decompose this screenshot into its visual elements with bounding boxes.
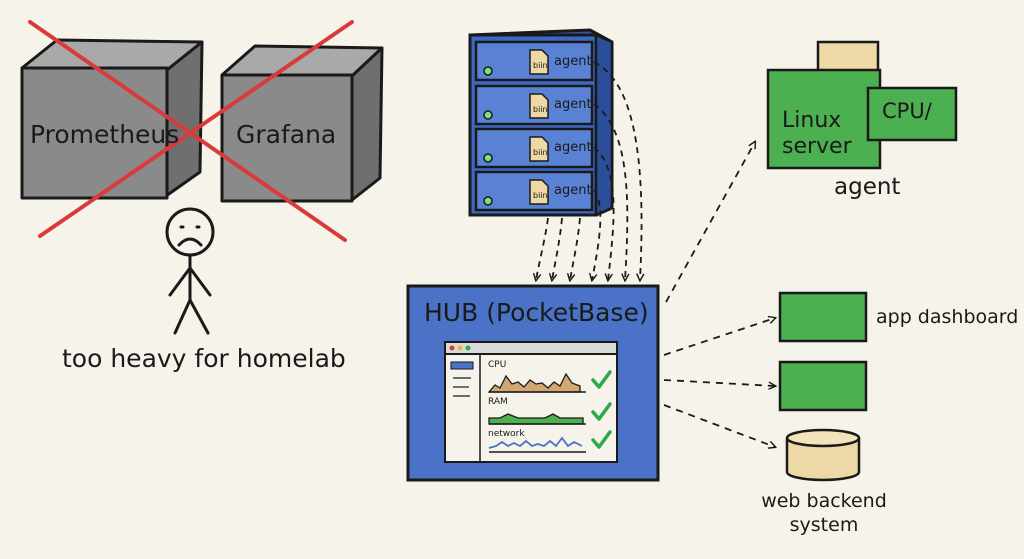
metric-label-ram: RAM — [488, 397, 508, 407]
ram-chart — [488, 413, 586, 425]
prometheus-cube — [20, 38, 204, 200]
agent-to-hub-arrows — [592, 61, 642, 280]
app-dashboard-label: app dashboard — [876, 306, 1019, 328]
rack-to-hub-arrows — [536, 217, 581, 280]
cpu-chart — [487, 372, 586, 393]
server-unit — [474, 127, 594, 169]
grafana-label: Grafana — [236, 120, 337, 149]
hub-title: HUB (PocketBase) — [424, 298, 649, 327]
server-unit-file-label: biin — [533, 61, 548, 70]
grafana-cube — [220, 44, 384, 203]
red-cross-icon — [28, 20, 354, 242]
database-cylinder-icon — [785, 428, 861, 482]
linux-agent-caption: agent — [834, 174, 901, 200]
server-unit-file-label: biin — [533, 105, 548, 114]
sad-stick-figure-icon — [165, 207, 215, 335]
too-heavy-caption: too heavy for homelab — [62, 344, 346, 373]
cpu-card-label: CPU/ — [882, 99, 932, 123]
server-unit-agent-label: agent — [554, 97, 592, 112]
secondary-output-box — [778, 360, 868, 412]
server-unit — [474, 84, 594, 126]
linux-server-stack — [766, 40, 958, 170]
server-unit-file-label: biin — [533, 191, 548, 200]
check-icon — [591, 430, 612, 449]
server-unit-file-label: biin — [533, 148, 548, 157]
prometheus-label: Prometheus — [30, 120, 180, 149]
check-icon — [591, 370, 612, 389]
metric-label-network: network — [488, 429, 525, 439]
web-backend-label: web backend system — [761, 490, 887, 536]
app-dashboard-box — [778, 291, 868, 343]
network-chart — [488, 436, 586, 453]
hub-output-arrows — [663, 142, 775, 447]
server-unit-agent-label: agent — [554, 183, 592, 198]
server-unit-agent-label: agent — [554, 140, 592, 155]
hub-dashboard-window — [444, 341, 618, 463]
linux-server-label: Linux server — [782, 108, 852, 160]
server-unit — [474, 170, 594, 212]
check-icon — [591, 402, 612, 421]
metric-label-cpu: CPU — [488, 360, 507, 370]
server-unit-agent-label: agent — [554, 54, 592, 69]
server-unit — [474, 40, 594, 82]
